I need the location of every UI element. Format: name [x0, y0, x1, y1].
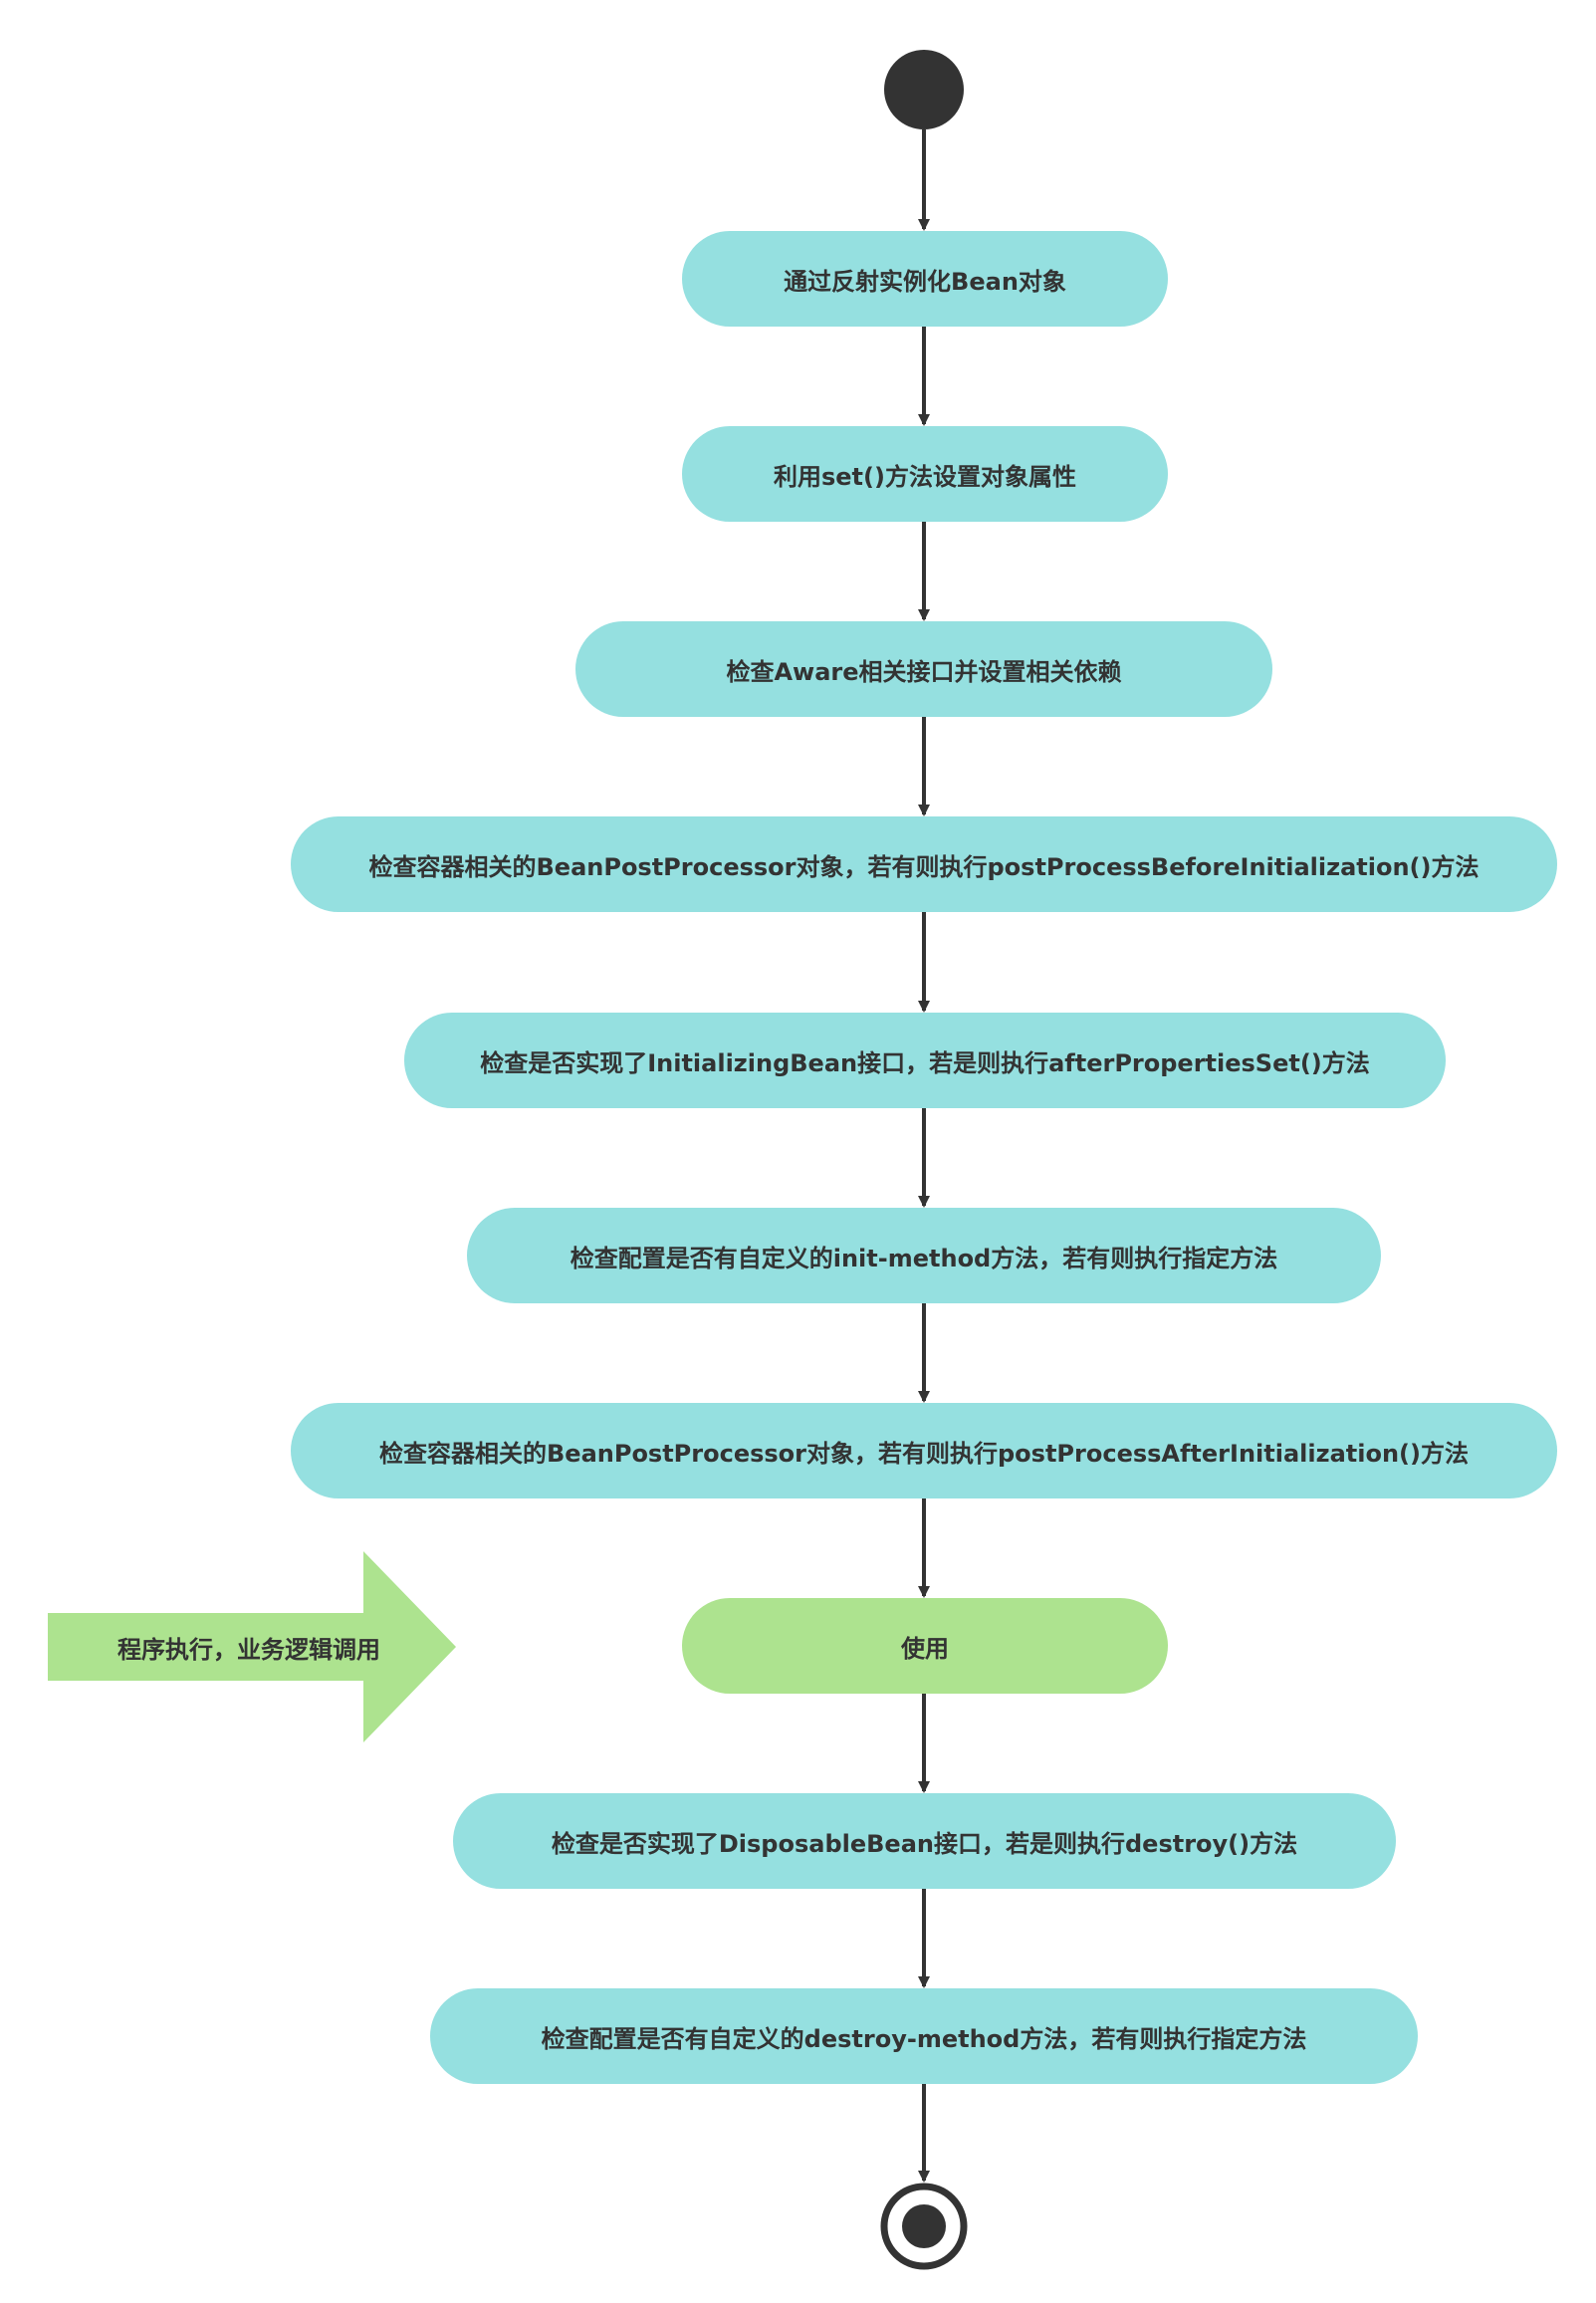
step-label: 检查配置是否有自定义的init-method方法，若有则执行指定方法 [570, 1244, 1278, 1272]
step-label: 检查配置是否有自定义的destroy-method方法，若有则执行指定方法 [541, 2024, 1307, 2053]
step-instantiate-bean: 通过反射实例化Bean对象 [682, 231, 1168, 327]
step-aware-interfaces: 检查Aware相关接口并设置相关依赖 [575, 621, 1272, 717]
step-label: 检查容器相关的BeanPostProcessor对象，若有则执行postProc… [379, 1439, 1469, 1468]
step-post-process-before-init: 检查容器相关的BeanPostProcessor对象，若有则执行postProc… [291, 816, 1557, 912]
end-node-core [902, 2204, 946, 2248]
step-destroy-method: 检查配置是否有自定义的destroy-method方法，若有则执行指定方法 [430, 1988, 1418, 2084]
step-label: 检查是否实现了InitializingBean接口，若是则执行afterProp… [480, 1048, 1370, 1077]
start-node [884, 50, 964, 129]
step-label: 利用set()方法设置对象属性 [774, 462, 1076, 491]
step-label: 检查是否实现了DisposableBean接口，若是则执行destroy()方法 [551, 1829, 1298, 1858]
step-label: 使用 [901, 1634, 949, 1663]
step-label: 通过反射实例化Bean对象 [784, 267, 1066, 296]
step-disposable-bean: 检查是否实现了DisposableBean接口，若是则执行destroy()方法 [453, 1793, 1396, 1889]
side-arrow-label: 程序执行，业务逻辑调用 [117, 1635, 380, 1664]
side-block-arrow [48, 1551, 456, 1742]
step-init-method: 检查配置是否有自定义的init-method方法，若有则执行指定方法 [467, 1208, 1381, 1303]
step-post-process-after-init: 检查容器相关的BeanPostProcessor对象，若有则执行postProc… [291, 1403, 1557, 1498]
step-label: 检查Aware相关接口并设置相关依赖 [726, 657, 1122, 686]
step-use: 使用 [682, 1598, 1168, 1694]
step-label: 检查容器相关的BeanPostProcessor对象，若有则执行postProc… [368, 852, 1480, 881]
step-initializing-bean: 检查是否实现了InitializingBean接口，若是则执行afterProp… [404, 1013, 1446, 1108]
step-set-properties: 利用set()方法设置对象属性 [682, 426, 1168, 522]
end-node-ring [880, 2183, 968, 2270]
